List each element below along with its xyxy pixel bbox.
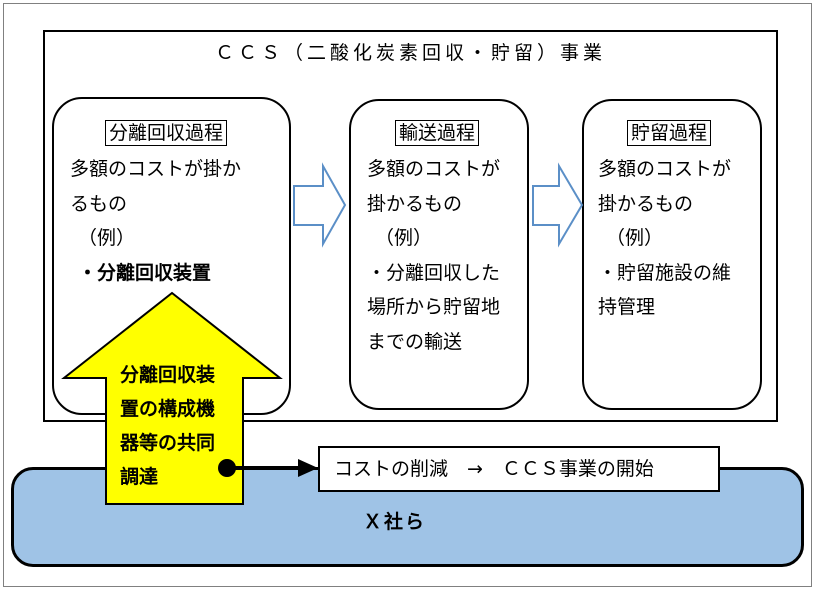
stage-title-storage: 貯留過程 <box>627 120 712 146</box>
stage-line: までの輸送 <box>367 330 463 353</box>
diagram-title: ＣＣＳ（二酸化炭素回収・貯留）事業 <box>214 42 606 64</box>
stage-line: 場所から貯留地 <box>367 296 501 318</box>
stage-line: 持管理 <box>598 296 656 318</box>
stage-card-storage <box>582 99 762 410</box>
procurement-up-arrow <box>61 291 283 505</box>
stage-title-separation: 分離回収過程 <box>105 120 228 146</box>
procurement-line: 器等の共同 <box>120 432 216 454</box>
flow-arrow-right-icon <box>532 162 584 248</box>
stage-text-separation: 多額のコストが掛か るもの （例） ・分離回収装置 <box>70 152 241 290</box>
stage-line: （例） <box>375 227 433 249</box>
procurement-line: 調達 <box>120 466 159 488</box>
stage-line: ・分離回収した <box>367 261 501 284</box>
procurement-text: 分離回収装 置の構成機 器等の共同 調達 <box>120 358 215 494</box>
procurement-line: 置の構成機 <box>120 398 216 420</box>
stage-line: 掛かるもの <box>598 192 694 215</box>
connector-arrowhead-icon <box>298 459 318 477</box>
stage-line: 掛かるもの <box>367 192 463 215</box>
stage-title-transport: 輸送過程 <box>395 120 480 146</box>
stage-line: ・分離回収装置 <box>78 261 212 284</box>
stage-line: （例） <box>78 227 136 249</box>
stage-card-transport <box>349 99 529 410</box>
stage-line: るもの <box>70 192 128 215</box>
company-label: Ｘ社ら <box>363 511 427 533</box>
flow-arrow-right-icon <box>293 162 347 248</box>
stage-line: （例） <box>606 227 664 249</box>
stage-text-transport: 多額のコストが 掛かるもの （例） ・分離回収した 場所から貯留地 までの輸送 <box>367 152 500 359</box>
stage-text-storage: 多額のコストが 掛かるもの （例） ・貯留施設の維 持管理 <box>598 152 731 325</box>
stage-line: 多額のコストが <box>598 158 732 180</box>
stage-line: 多額のコストが <box>367 158 501 180</box>
stage-line: ・貯留施設の維 <box>598 261 732 284</box>
figure-frame <box>3 3 812 587</box>
result-box: コストの削減 → ＣＣＳ事業の開始 <box>318 446 720 492</box>
procurement-line: 分離回収装 <box>120 364 216 386</box>
stage-line: 多額のコストが掛か <box>70 158 242 180</box>
